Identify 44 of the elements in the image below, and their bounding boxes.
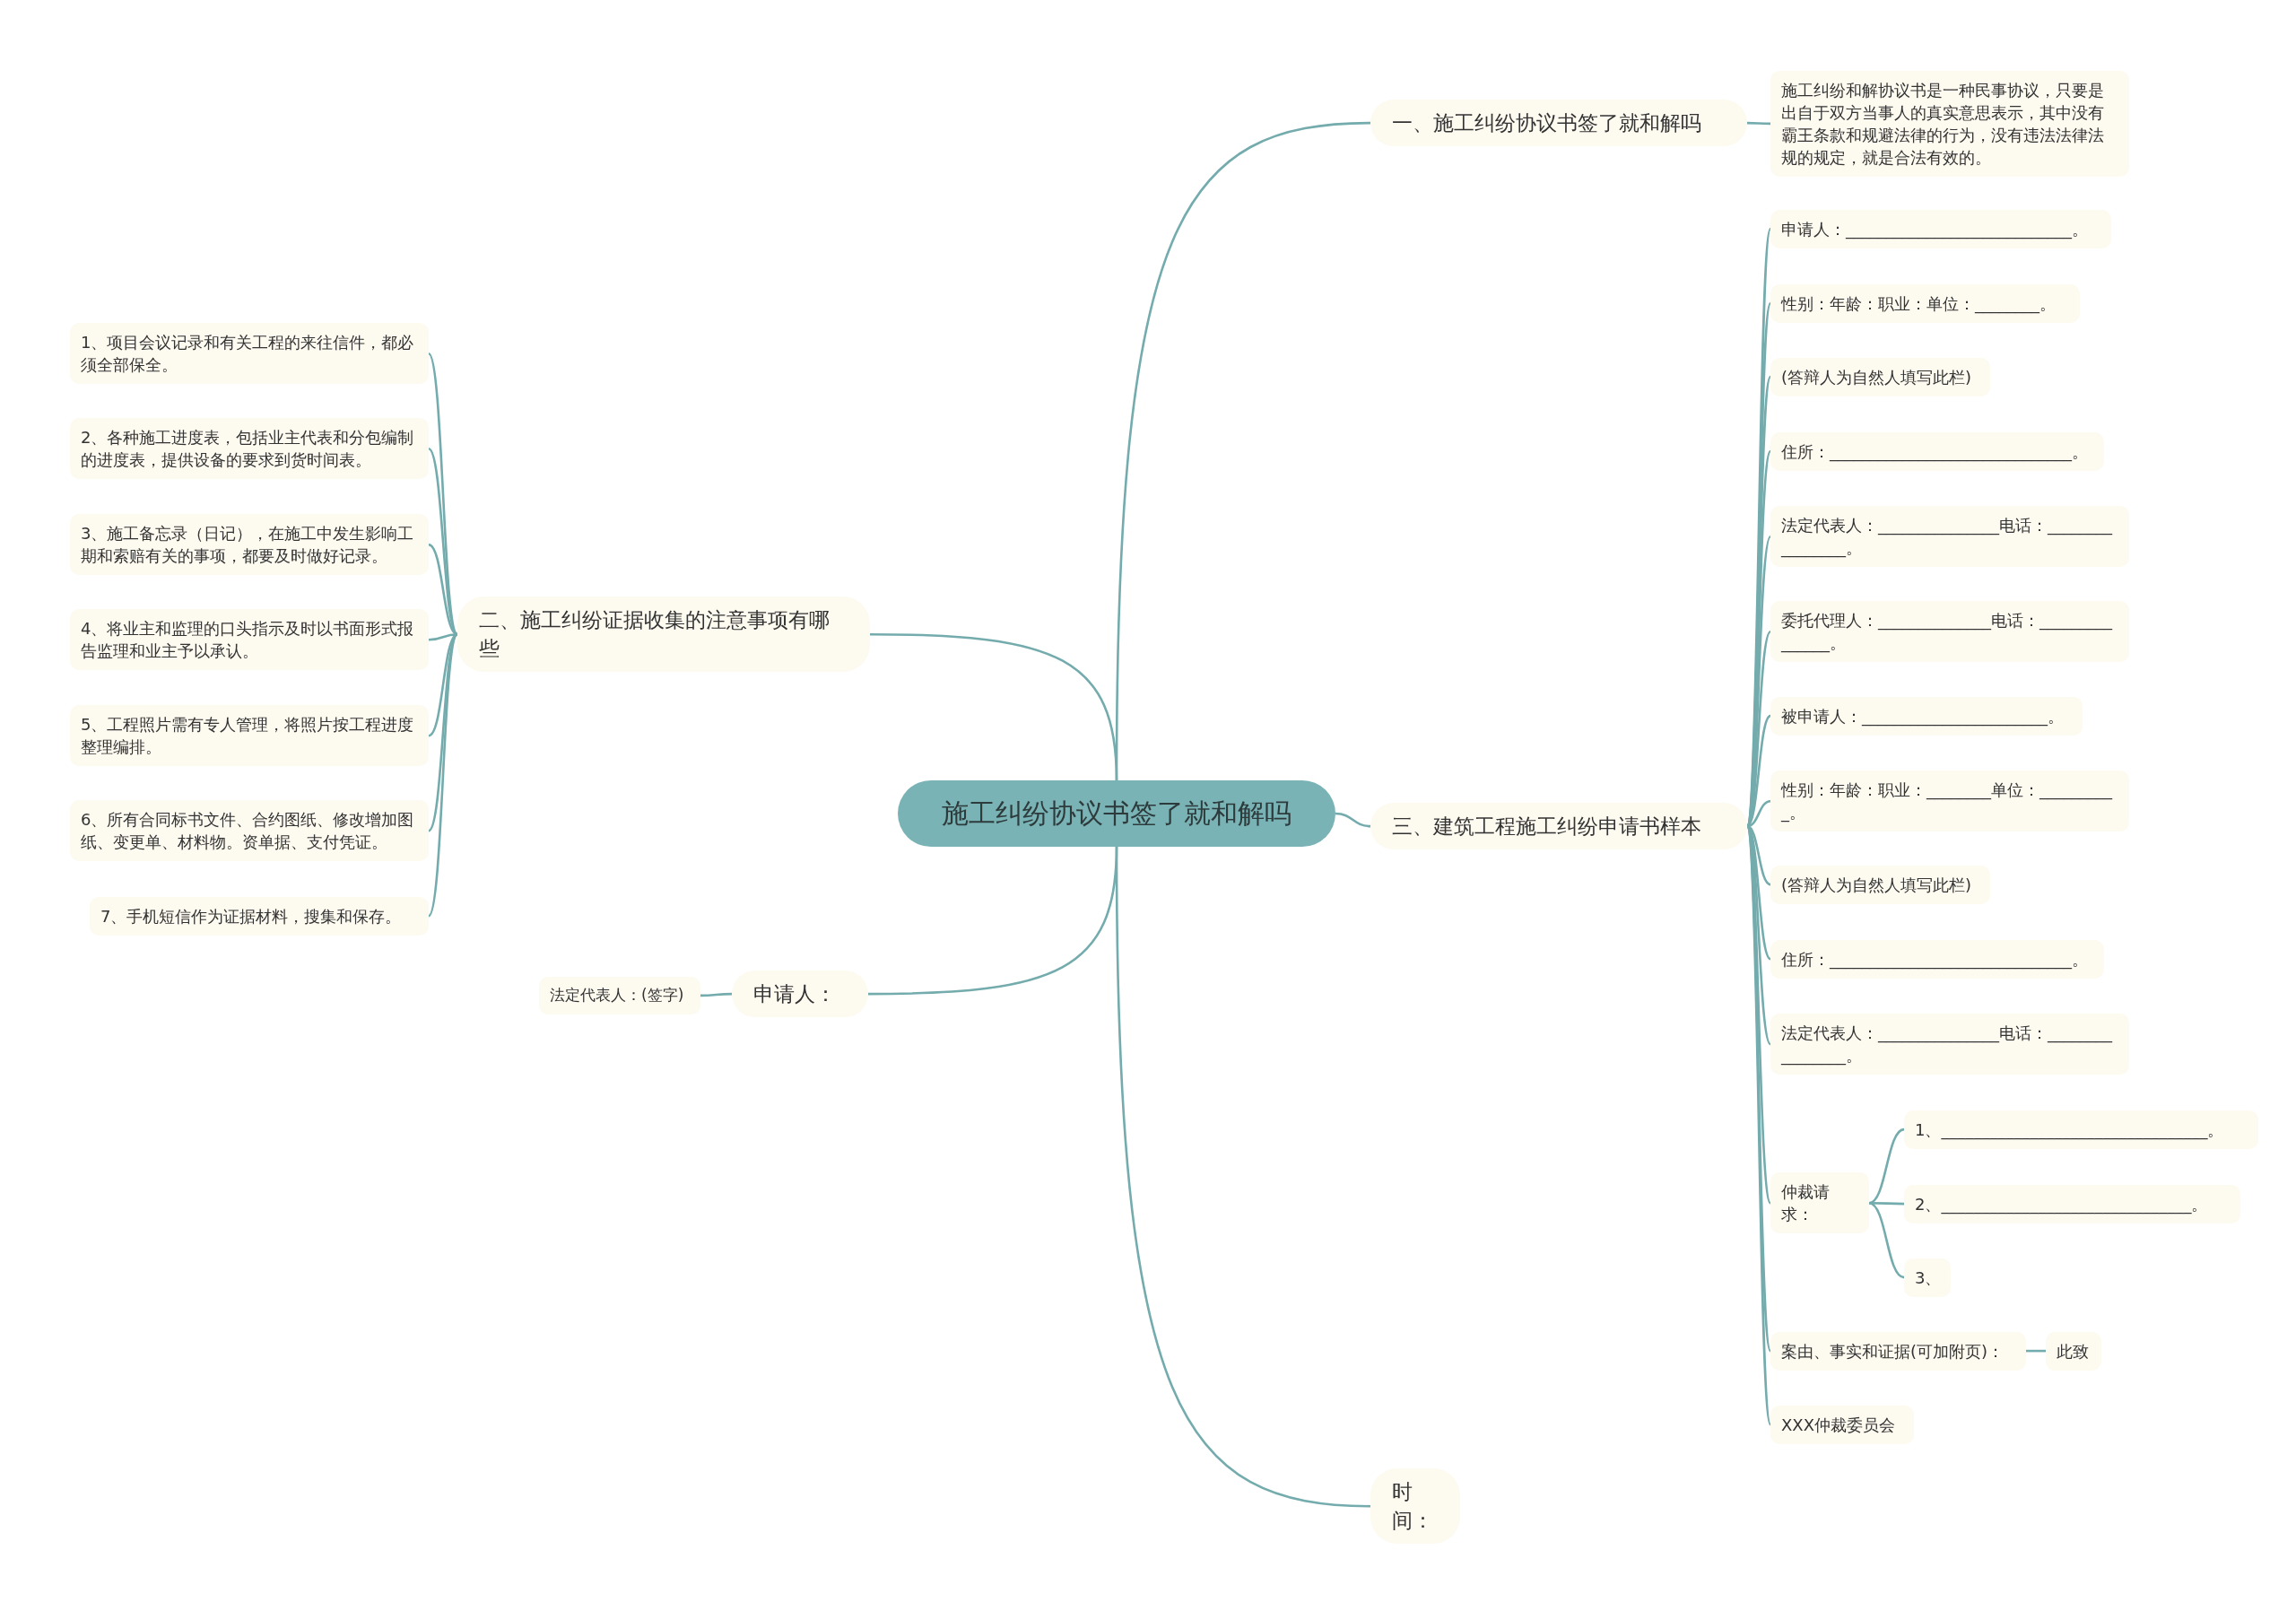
leaf-topic: 被申请人：_______________________。 [1770, 696, 2083, 736]
branch-topic: 时间： [1370, 1468, 1460, 1545]
connector-line [1868, 1127, 1905, 1205]
connector-line [427, 353, 459, 635]
leaf-topic: 3、 [1904, 1258, 1951, 1297]
leaf-topic: 1、项目会议记录和有关工程的来往信件，都必须全部保全。 [70, 323, 429, 385]
leaf-topic: 7、手机短信作为证据材料，搜集和保存。 [90, 896, 429, 936]
leaf-topic: 案由、事实和证据(可加附页)： [1770, 1331, 2026, 1371]
leaf-topic: 住所：______________________________。 [1770, 939, 2104, 979]
connector-line [1868, 1201, 1905, 1279]
leaf-topic: 申请人：____________________________。 [1770, 209, 2111, 248]
leaf-topic: (答辩人为自然人填写此栏) [1770, 357, 1990, 396]
leaf-topic: 住所：______________________________。 [1770, 431, 2104, 471]
leaf-topic: XXX仲裁委员会 [1770, 1405, 1914, 1444]
branch-topic: 申请人： [732, 971, 868, 1018]
branch-topic: 一、施工纠纷协议书签了就和解吗 [1370, 100, 1747, 147]
branch-topic: 三、建筑工程施工纠纷申请书样本 [1370, 803, 1747, 850]
leaf-topic: 性别：年龄：职业：________单位：__________。 [1770, 771, 2129, 832]
connector-line [428, 633, 458, 832]
leaf-topic: 施工纠纷和解协议书是一种民事协议，只要是出自于双方当事人的真实意思表示，其中没有霸王条款和规避法律的行为，没有违法法律法规的规定，就是合法有效的。 [1770, 70, 2129, 178]
leaf-topic: 2、各种施工进度表，包括业主代表和分包编制的进度表，提供设备的要求到货时间表。 [70, 418, 429, 480]
leaf-topic: 1、_________________________________。 [1904, 1110, 2258, 1149]
connector-line [1747, 121, 1770, 126]
leaf-topic: 性别：年龄：职业：单位：________。 [1770, 283, 2080, 323]
connector-line [1335, 812, 1371, 828]
leaf-topic: 委托代理人：______________电话：_______________。 [1770, 601, 2129, 663]
central-topic: 施工纠纷协议书签了就和解吗 [898, 780, 1335, 847]
connector-line [700, 992, 732, 997]
leaf-topic: 3、施工备忘录（日记），在施工中发生影响工期和索赔有关的事项，都要及时做好记录。 [70, 514, 429, 576]
leaf-topic: 仲裁请求： [1770, 1172, 1869, 1234]
leaf-topic: (答辩人为自然人填写此栏) [1770, 865, 1990, 904]
leaf-topic: 此致 [2046, 1331, 2101, 1371]
branch-topic: 二、施工纠纷证据收集的注意事项有哪些 [457, 596, 870, 673]
connector-line [427, 633, 459, 917]
connector-line [870, 632, 1118, 781]
leaf-topic: 6、所有合同标书文件、合约图纸、修改增加图纸、变更单、材料物。资单据、支付凭证。 [70, 800, 429, 862]
leaf-topic: 法定代表人：_______________电话：________________。 [1770, 506, 2129, 568]
leaf-topic: 4、将业主和监理的口头指示及时以书面形式报告监理和业主予以承认。 [70, 609, 429, 671]
leaf-topic: 5、工程照片需有专人管理，将照片按工程进度整理编排。 [70, 705, 429, 767]
connector-line [2026, 1349, 2046, 1353]
connector-line [1115, 847, 1371, 1508]
leaf-topic: 法定代表人：(签字) [539, 977, 700, 1014]
leaf-topic: 法定代表人：_______________电话：________________。 [1770, 1014, 2129, 1075]
leaf-topic: 2、_______________________________。 [1904, 1184, 2240, 1223]
